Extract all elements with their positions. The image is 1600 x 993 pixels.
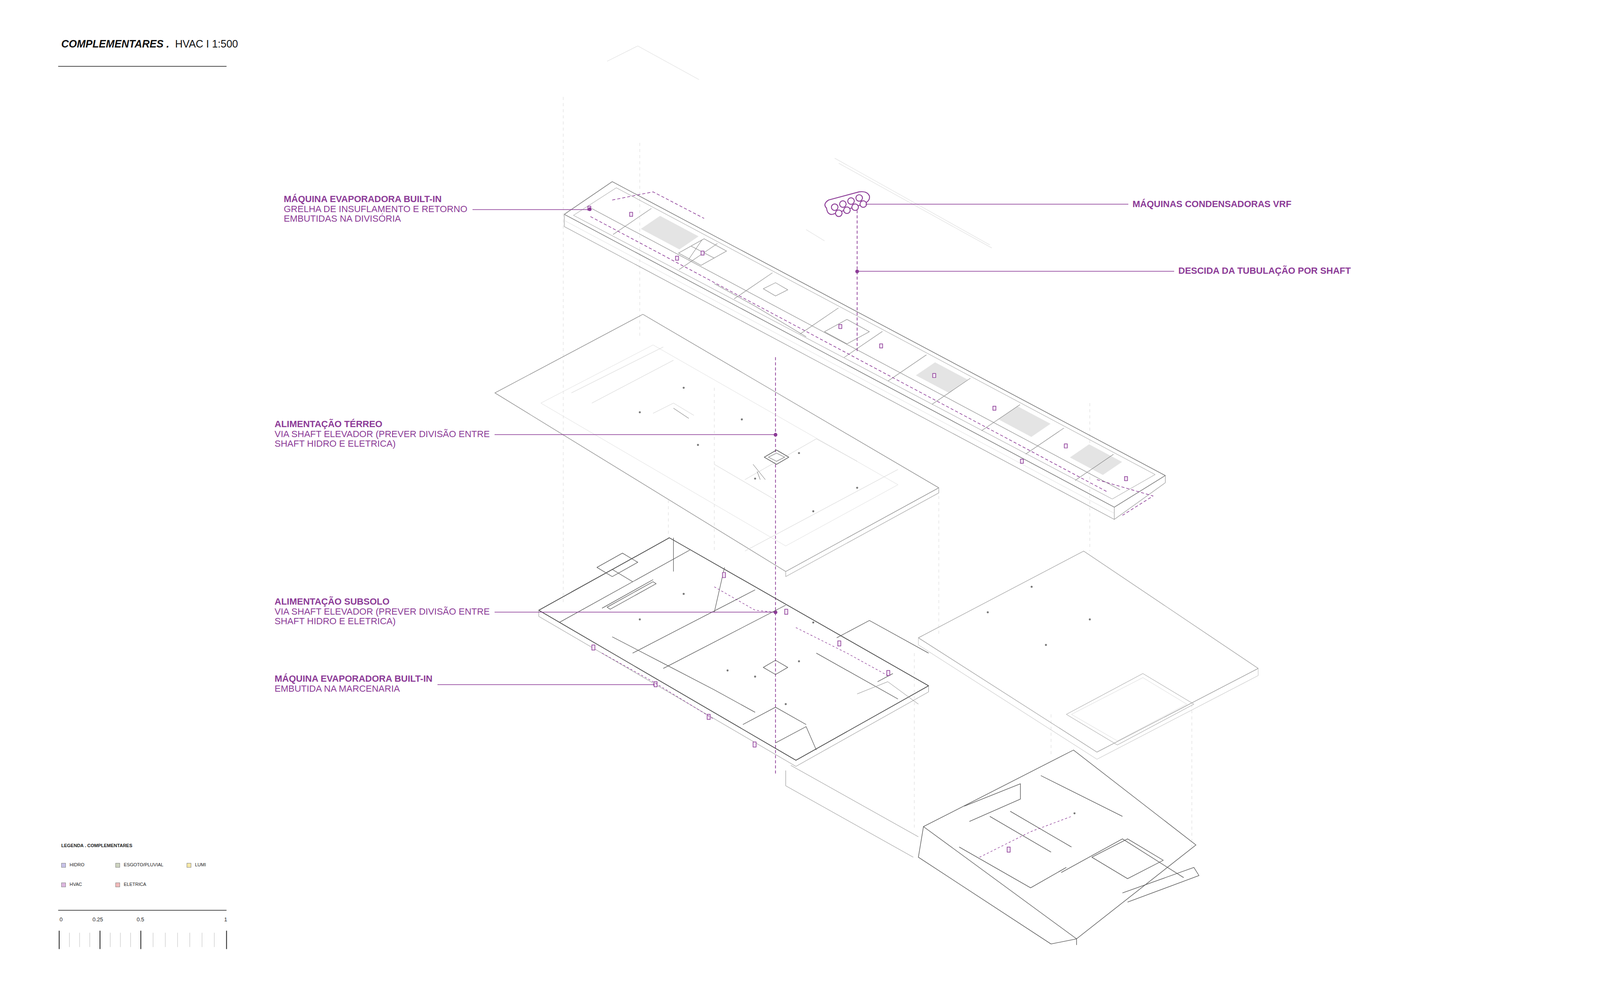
scale-number: 0 xyxy=(59,916,63,923)
legend-heading: LEGENDA . COMPLEMENTARES xyxy=(61,843,133,849)
legend-text: LUMI xyxy=(195,862,206,868)
text-holder: COMPLEMENTARES . xyxy=(61,38,170,50)
text-holder: HVAC xyxy=(69,882,83,888)
callout-heading: ALIMENTAÇÃO TÉRREO xyxy=(274,419,500,429)
text-holder: 1 xyxy=(224,916,228,923)
text-holder: 0.5 xyxy=(136,916,145,923)
callout-note: EMBUTIDA NA MARCENARIA xyxy=(274,683,492,694)
text-holder: ELETRICA xyxy=(123,882,147,888)
text-holder: MÁQUINA EVAPORADORA BUILT-IN xyxy=(274,673,500,684)
legend-text: ELETRICA xyxy=(123,882,147,888)
legend-swatch xyxy=(61,862,66,868)
scale-number: 0.25 xyxy=(92,916,103,923)
text-holder: MÁQUINA EVAPORADORA BUILT-IN xyxy=(283,194,509,204)
scale-number: 1 xyxy=(224,916,228,923)
scale-number: 0.5 xyxy=(136,916,145,923)
callout-heading: MÁQUINAS CONDENSADORAS VRF xyxy=(1132,199,1292,209)
callout-heading: MÁQUINA EVAPORADORA BUILT-IN xyxy=(283,194,509,204)
text-holder: LUMI xyxy=(195,862,206,868)
text-holder: VIA SHAFT ELEVADOR (PREVER DIVISÃO ENTRE… xyxy=(274,606,492,626)
text-holder: 0 xyxy=(59,916,63,923)
text-holder: ALIMENTAÇÃO SUBSOLO xyxy=(274,596,500,607)
callout-note: GRELHA DE INSUFLAMENTO E RETORNO EMBUTID… xyxy=(283,204,484,224)
text-holder: DESCIDA DA TUBULAÇÃO POR SHAFT xyxy=(1178,265,1351,276)
text-holder: GRELHA DE INSUFLAMENTO E RETORNO EMBUTID… xyxy=(283,204,484,224)
text-holder: EMBUTIDA NA MARCENARIA xyxy=(274,683,492,694)
callout-note: VIA SHAFT ELEVADOR (PREVER DIVISÃO ENTRE… xyxy=(274,606,492,626)
text-holder: VIA SHAFT ELEVADOR (PREVER DIVISÃO ENTRE… xyxy=(274,429,492,449)
sheet-subtitle: HVAC I 1:500 xyxy=(175,38,238,50)
text-holder: MÁQUINAS CONDENSADORAS VRF xyxy=(1132,199,1292,209)
legend-swatch xyxy=(186,862,192,868)
text-holder: HIDRO xyxy=(69,862,85,868)
text-holder: HVAC I 1:500 xyxy=(175,38,238,50)
text-holder: 0.25 xyxy=(92,916,103,923)
callout-note: VIA SHAFT ELEVADOR (PREVER DIVISÃO ENTRE… xyxy=(274,429,492,449)
legend-swatch xyxy=(115,882,120,888)
text-holder: ESGOTO/PLUVIAL xyxy=(123,862,164,868)
legend-text: HVAC xyxy=(69,882,83,888)
legend-text: ESGOTO/PLUVIAL xyxy=(123,862,164,868)
legend-swatch xyxy=(61,882,66,888)
callout-heading: DESCIDA DA TUBULAÇÃO POR SHAFT xyxy=(1178,265,1351,276)
legend-text: HIDRO xyxy=(69,862,85,868)
text-holder: LEGENDA . COMPLEMENTARES xyxy=(61,843,133,849)
text-holder: ALIMENTAÇÃO TÉRREO xyxy=(274,419,500,429)
callout-heading: ALIMENTAÇÃO SUBSOLO xyxy=(274,596,500,607)
callout-heading: MÁQUINA EVAPORADORA BUILT-IN xyxy=(274,673,500,684)
legend-swatch xyxy=(115,862,120,868)
sheet-title: COMPLEMENTARES . xyxy=(61,38,170,50)
